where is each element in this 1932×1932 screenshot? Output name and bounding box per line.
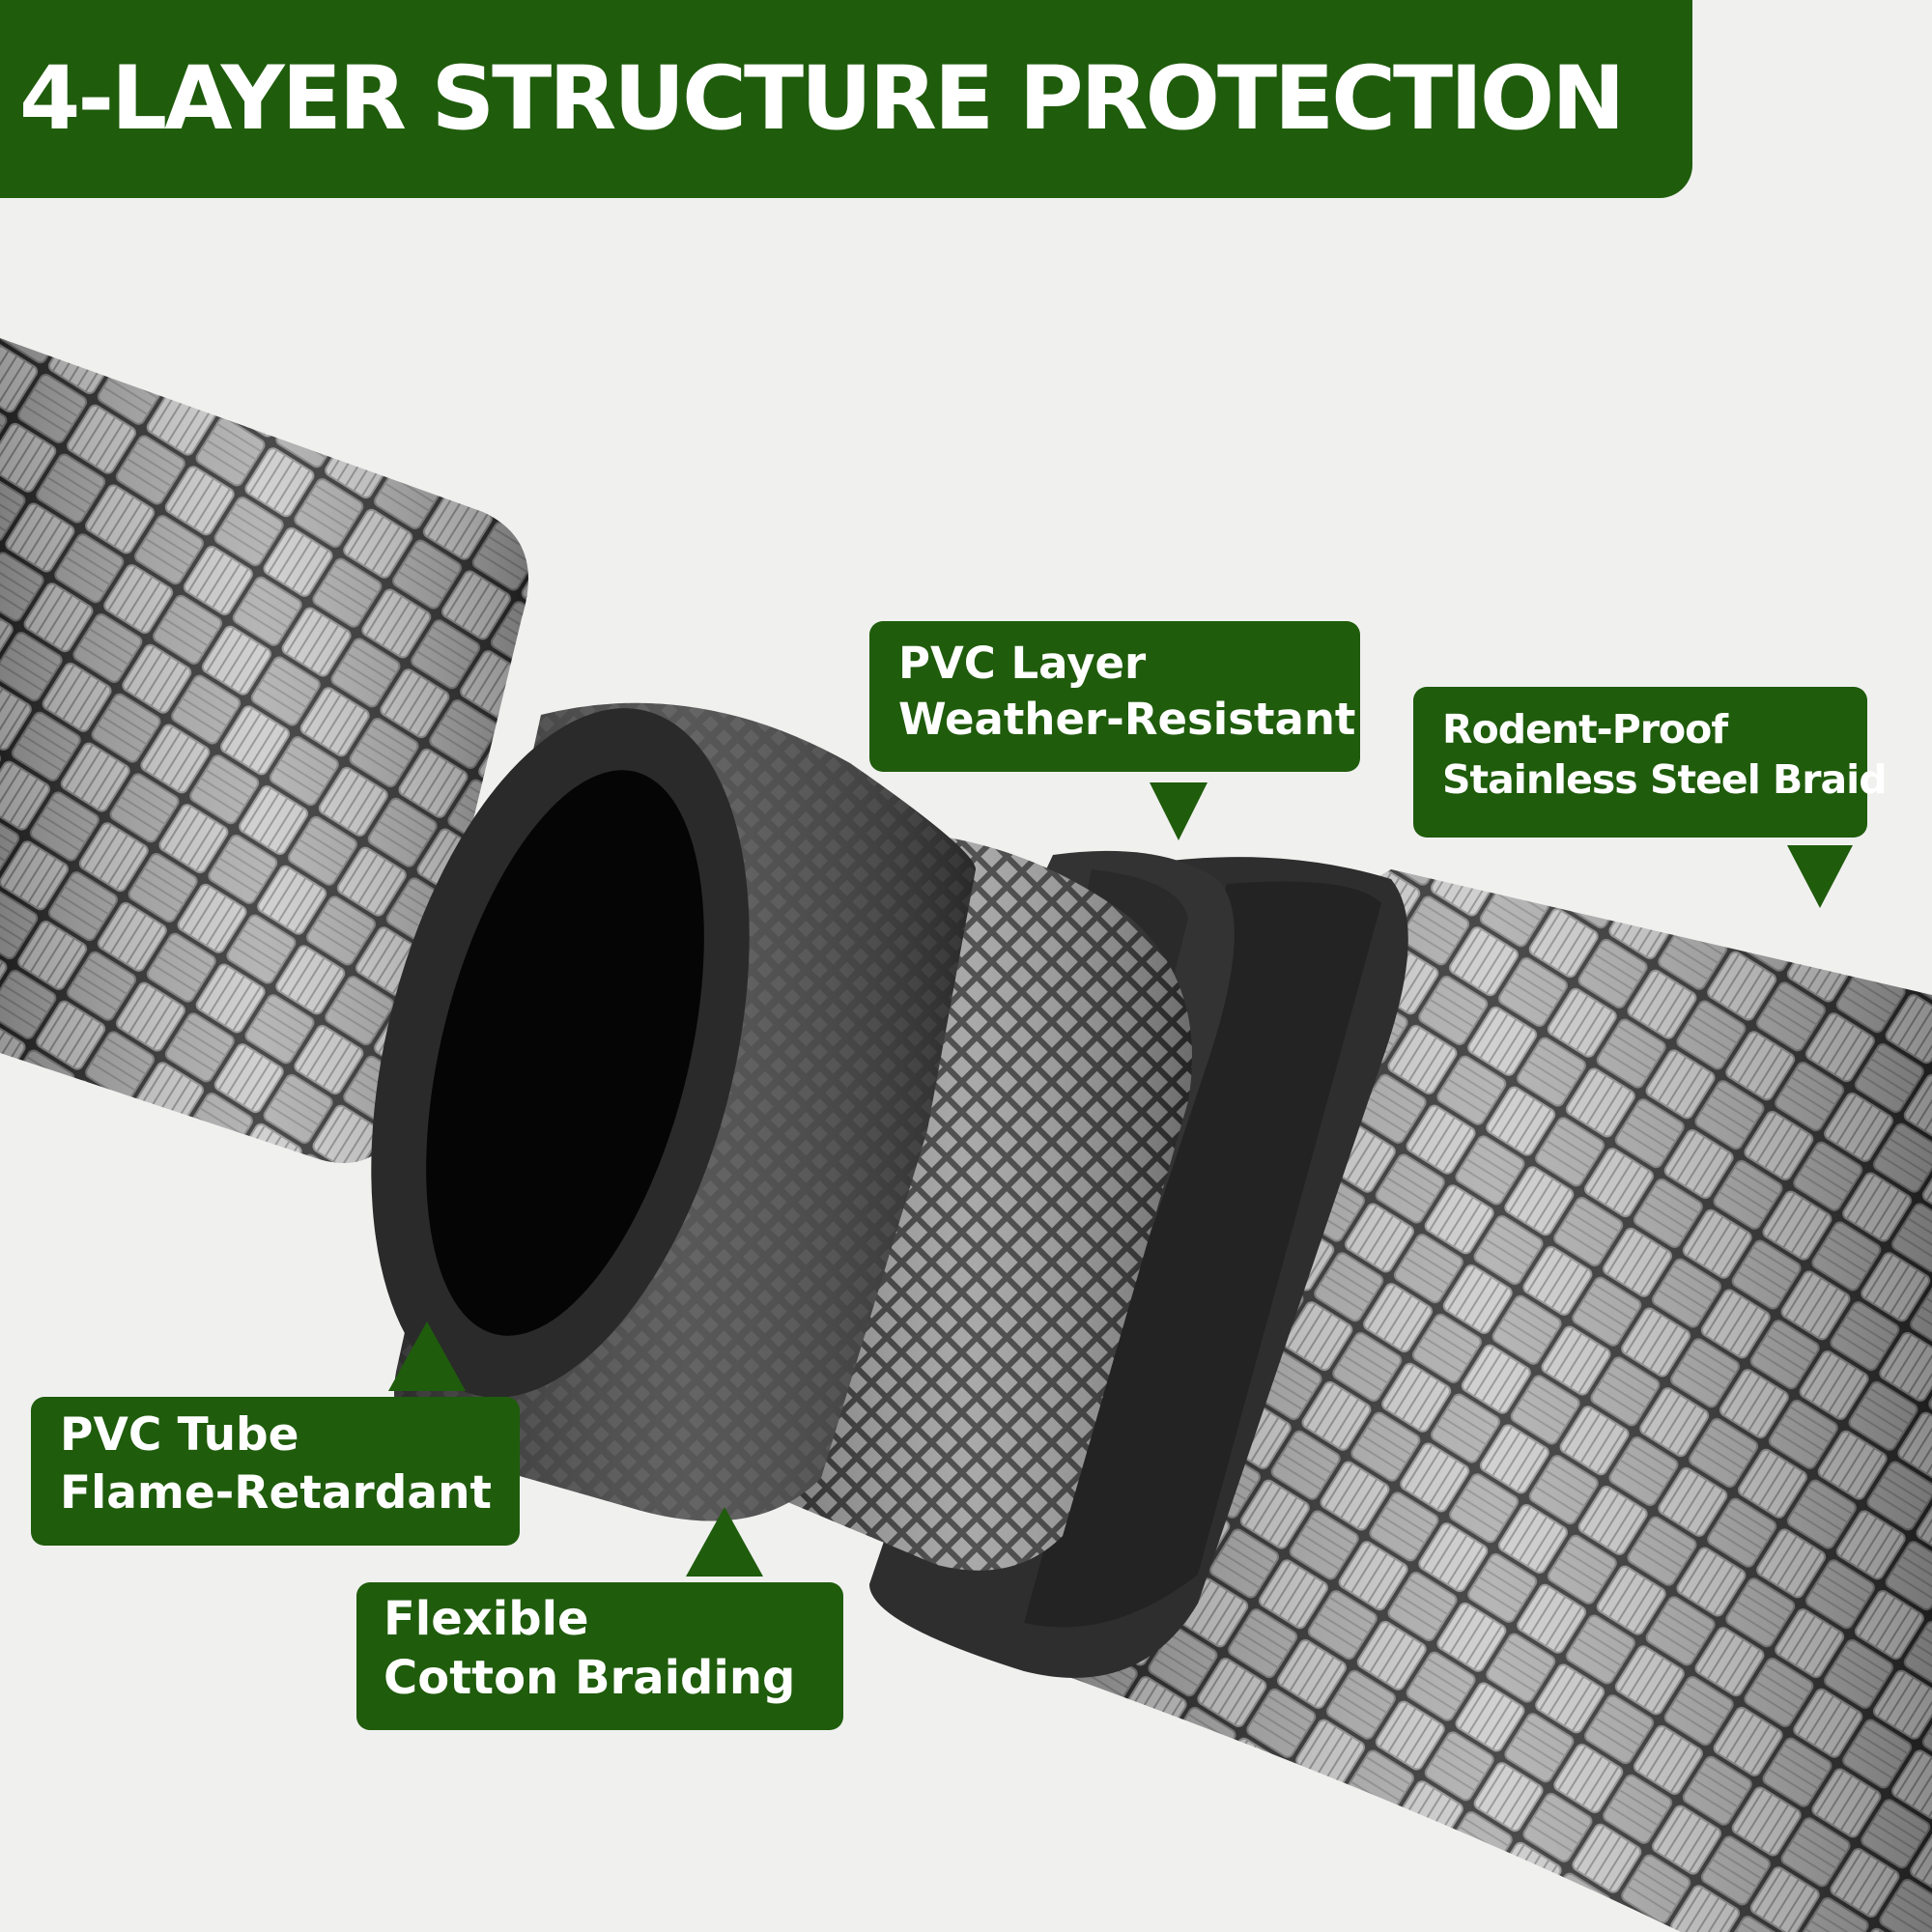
callout-cotton-braiding: Flexible Cotton Braiding (356, 1582, 843, 1730)
callout-pvc-tube: PVC Tube Flame-Retardant (31, 1397, 520, 1546)
callout-cotton-braiding-line2: Cotton Braiding (384, 1651, 796, 1706)
left-hose-segment (0, 338, 528, 1163)
callout-pvc-layer: PVC Layer Weather-Resistant (869, 621, 1360, 772)
inner-pvc-tube (371, 702, 976, 1521)
arrow-steel-braid (1787, 845, 1853, 908)
callout-steel-braid: Rodent-Proof Stainless Steel Braid (1413, 687, 1888, 838)
callout-steel-braid-line1: Rodent-Proof (1442, 706, 1728, 753)
arrow-pvc-layer (1150, 782, 1208, 840)
callout-pvc-layer-line2: Weather-Resistant (898, 693, 1356, 745)
arrow-pvc-tube (388, 1321, 466, 1391)
arrow-cotton-braiding (686, 1507, 763, 1577)
callout-pvc-layer-line1: PVC Layer (898, 638, 1147, 689)
callout-pvc-tube-line1: PVC Tube (60, 1408, 299, 1462)
callout-steel-braid-line2: Stainless Steel Braid (1442, 756, 1888, 804)
title-banner: 4-LAYER STRUCTURE PROTECTION (0, 0, 1692, 198)
callout-pvc-tube-line2: Flame-Retardant (60, 1466, 493, 1520)
banner-title: 4-LAYER STRUCTURE PROTECTION (19, 48, 1625, 150)
pointer-arrows (388, 782, 1853, 1577)
callout-cotton-braiding-line1: Flexible (384, 1592, 589, 1646)
